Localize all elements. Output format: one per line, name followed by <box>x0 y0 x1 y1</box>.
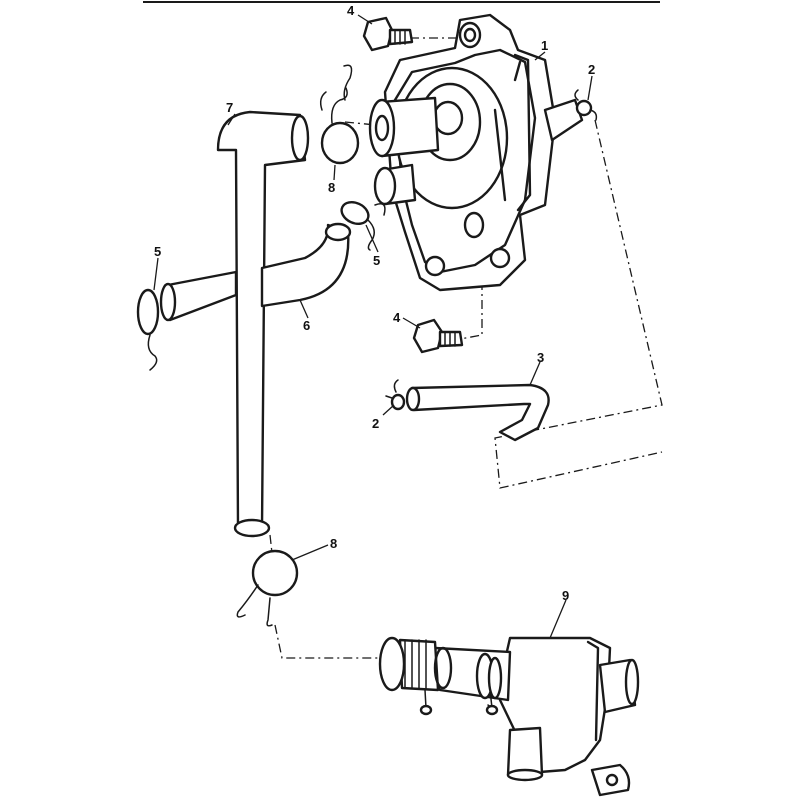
bypass-tube-3 <box>405 383 550 442</box>
hose-7 <box>216 110 310 538</box>
callout-9: 9 <box>562 588 569 603</box>
callout-5-left: 5 <box>154 244 161 259</box>
callout-3: 3 <box>537 350 544 365</box>
callout-4-top: 4 <box>347 3 355 18</box>
clamp-8-top <box>319 64 360 165</box>
clamp-2-top <box>574 89 598 121</box>
water-pump-body <box>368 13 584 292</box>
hose-6 <box>159 222 352 322</box>
callout-8-top: 8 <box>328 180 335 195</box>
clamp-8-bottom <box>236 549 299 627</box>
thermostat-housing-9 <box>378 636 640 797</box>
callout-leaders <box>153 14 593 639</box>
callout-7: 7 <box>226 100 233 115</box>
callout-2-bottom: 2 <box>372 416 379 431</box>
callout-8-bottom: 8 <box>330 536 337 551</box>
callout-2-top: 2 <box>588 62 595 77</box>
callout-6: 6 <box>303 318 310 333</box>
bolt-top <box>362 16 414 52</box>
clamp-2-bottom <box>385 379 406 411</box>
clamp-5-middle <box>340 200 386 251</box>
callout-1: 1 <box>541 38 548 53</box>
callout-labels: 1 2 4 7 8 5 5 6 4 3 2 8 9 <box>154 3 595 603</box>
callout-4-bottom: 4 <box>393 310 401 325</box>
bolt-bottom <box>412 318 464 354</box>
callout-5-middle: 5 <box>373 253 380 268</box>
clamp-5-left <box>136 288 160 371</box>
